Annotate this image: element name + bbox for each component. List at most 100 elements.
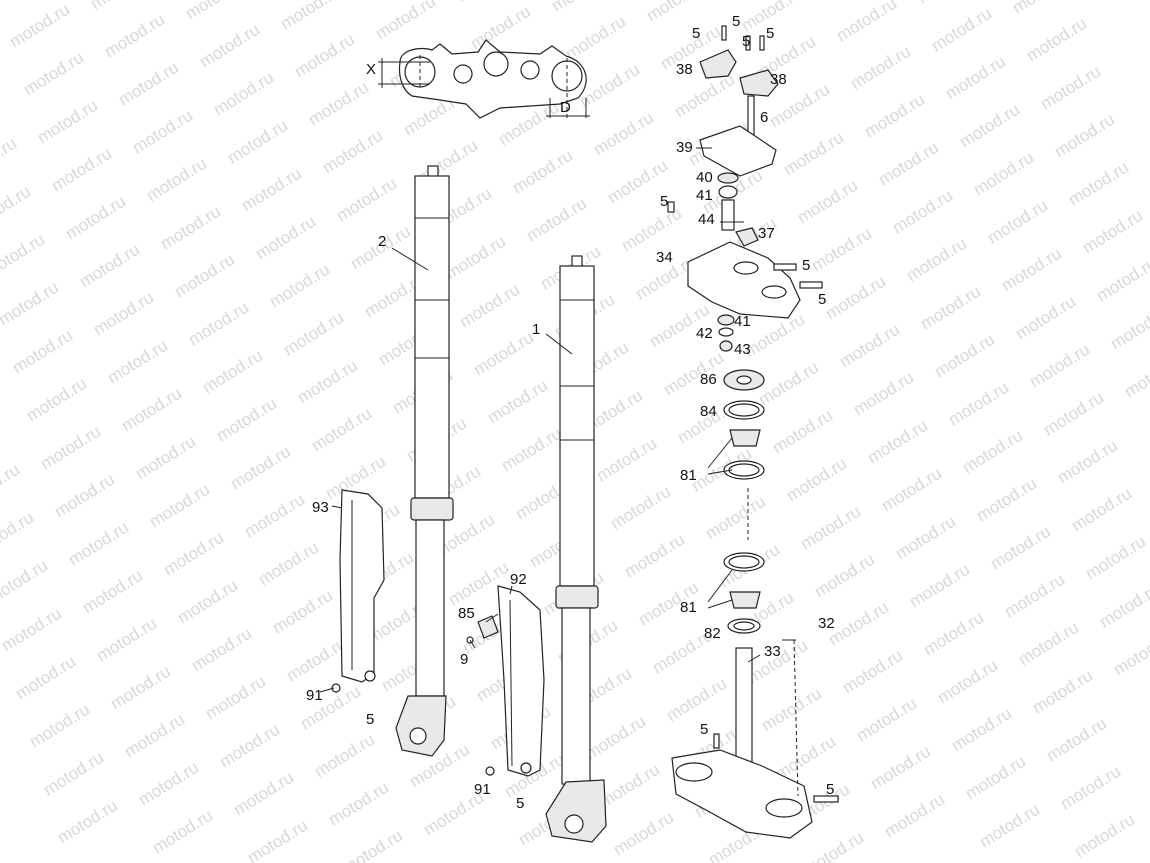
callout-81-lower: 81 (680, 599, 697, 616)
watermark-text: motod.ru (643, 0, 710, 25)
callout-5-left-leg: 5 (366, 711, 374, 728)
watermark-text: motod.ru (582, 712, 649, 764)
watermark-text: motod.ru (1071, 810, 1138, 862)
callout-34: 34 (656, 249, 673, 266)
watermark-text: motod.ru (903, 234, 970, 286)
callout-6: 6 (760, 109, 768, 126)
watermark-text: motod.ru (1079, 206, 1146, 258)
watermark-text: motod.ru (12, 652, 79, 704)
watermark-text: motod.ru (948, 704, 1015, 756)
watermark-text: motod.ru (1043, 714, 1110, 766)
triple-clamp-dimension-view: X D (366, 39, 590, 119)
watermark-text: motod.ru (825, 598, 892, 650)
watermark-text: motod.ru (230, 768, 297, 820)
watermark-text: motod.ru (182, 0, 249, 23)
callout-5-lower-clamp-b: 5 (826, 781, 834, 798)
callout-32: 32 (818, 615, 835, 632)
watermark-text: motod.ru (1009, 0, 1076, 17)
fork-leg-2 (395, 165, 454, 757)
watermark-text: motod.ru (1023, 14, 1090, 66)
watermark-text: motod.ru (847, 42, 914, 94)
watermark-text: motod.ru (0, 134, 20, 186)
callout-91-left: 91 (306, 687, 323, 704)
watermark-text: motod.ru (291, 30, 358, 82)
watermark-text: motod.ru (37, 422, 104, 474)
callout-5-top-b: 5 (732, 13, 740, 30)
watermark-text: motod.ru (26, 700, 93, 752)
watermark-text: motod.ru (889, 186, 956, 238)
watermark-text: motod.ru (135, 758, 202, 810)
watermark-text: motod.ru (252, 212, 319, 264)
callout-labels: 2 1 93 92 85 9 91 5 91 5 5 5 5 5 38 38 6… (306, 13, 835, 812)
watermark-text: motod.ru (663, 674, 730, 726)
watermark-text: motod.ru (1110, 628, 1150, 680)
watermark-text: motod.ru (160, 528, 227, 580)
watermark-text: motod.ru (210, 68, 277, 120)
dimension-d-label: D (560, 99, 571, 116)
watermark-text: motod.ru (984, 196, 1051, 248)
watermark-text: motod.ru (914, 0, 981, 7)
callout-41-upper: 41 (696, 187, 713, 204)
watermark-text: motod.ru (174, 576, 241, 628)
watermark-text: motod.ru (833, 0, 900, 45)
watermark-text: motod.ru (1012, 292, 1079, 344)
watermark-text: motod.ru (6, 0, 73, 51)
callout-81-upper: 81 (680, 467, 697, 484)
watermark-text: motod.ru (470, 328, 537, 380)
watermark-text: motod.ru (442, 232, 509, 284)
watermark-text: motod.ru (34, 96, 101, 148)
watermark-text: motod.ru (702, 492, 769, 544)
watermark-text: motod.ru (956, 100, 1023, 152)
callout-41-lower: 41 (734, 313, 751, 330)
watermark-text: motod.ru (621, 530, 688, 582)
watermark-text: motod.ru (1065, 158, 1132, 210)
watermark-text: motod.ru (0, 182, 34, 234)
watermark-text: motod.ru (269, 586, 336, 638)
watermark-text: motod.ru (800, 828, 867, 863)
watermark-text: motod.ru (0, 460, 23, 512)
watermark-text: motod.ru (1051, 110, 1118, 162)
callout-82: 82 (704, 625, 721, 642)
watermark-text: motod.ru (755, 358, 822, 410)
watermark-text: motod.ru (199, 346, 266, 398)
callout-5-top-c: 5 (742, 33, 750, 50)
watermark-text: motod.ru (20, 48, 87, 100)
watermark-text: motod.ru (23, 374, 90, 426)
watermark-text: motod.ru (0, 556, 51, 608)
watermark-text: motod.ru (822, 272, 889, 324)
watermark-text: motod.ru (266, 260, 333, 312)
watermark-text: motod.ru (101, 10, 168, 62)
watermark-text: motod.ru (213, 394, 280, 446)
watermark-text: motod.ru (121, 710, 188, 762)
watermark-text: motod.ru (1093, 254, 1150, 306)
watermark-text: motod.ru (0, 278, 62, 330)
watermark-text: motod.ru (305, 78, 372, 130)
callout-42: 42 (696, 325, 713, 342)
watermark-text: motod.ru (1037, 62, 1104, 114)
watermark-text: motod.ru (325, 778, 392, 830)
leader-lines (319, 147, 796, 693)
dimension-x-label: X (366, 61, 376, 78)
callout-39: 39 (676, 139, 693, 156)
watermark-text: motod.ru (934, 656, 1001, 708)
watermark-text: motod.ru (942, 52, 1009, 104)
watermark-text: motod.ru (132, 432, 199, 484)
watermark-text: motod.ru (1026, 340, 1093, 392)
watermark-text: motod.ru (1096, 580, 1150, 632)
watermark-text: motod.ru (87, 0, 154, 13)
watermark-text: motod.ru (498, 424, 565, 476)
watermark-text: motod.ru (1082, 532, 1149, 584)
watermark-text: motod.ru (143, 154, 210, 206)
watermark-text: motod.ru (54, 796, 121, 848)
watermark-text: motod.ru (920, 608, 987, 660)
callout-85: 85 (458, 605, 475, 622)
watermark-text: motod.ru (987, 522, 1054, 574)
watermark-text: motod.ru (509, 146, 576, 198)
callout-92: 92 (510, 571, 527, 588)
watermark-text: motod.ru (157, 202, 224, 254)
watermark-text: motod.ru (0, 230, 48, 282)
watermark-text: motod.ru (333, 174, 400, 226)
watermark-text: motod.ru (906, 560, 973, 612)
callout-5-top-a: 5 (692, 25, 700, 42)
watermark-text: motod.ru (850, 368, 917, 420)
